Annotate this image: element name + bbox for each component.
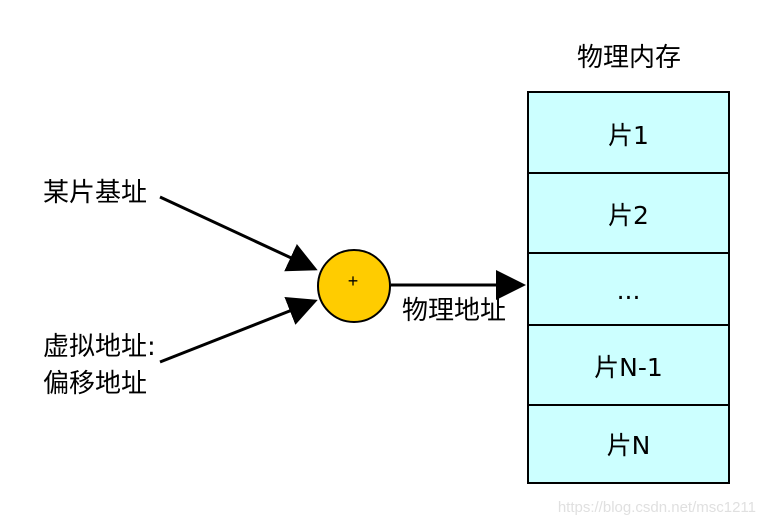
offset-arrow [159, 296, 318, 364]
physical-memory-block: 片1 片2 ... 片N-1 片N [527, 91, 730, 484]
segment-n-minus-1: 片N-1 [594, 353, 663, 382]
adder-circle [317, 249, 391, 323]
segment-divider [529, 252, 728, 254]
segment-divider [529, 404, 728, 406]
segment-1: 片1 [608, 120, 649, 150]
physical-address-label: 物理地址 [402, 296, 507, 326]
segment-n: 片N [606, 431, 651, 460]
memory-title: 物理内存 [577, 43, 682, 73]
segment-base-label: 某片基址 [43, 178, 148, 208]
offset-address-label: 偏移地址 [43, 369, 148, 399]
segment-divider [529, 324, 728, 326]
segment-2: 片2 [608, 201, 649, 230]
segment-base-arrow [159, 195, 318, 272]
adder-symbol: + [347, 271, 359, 291]
segment-ellipsis: ... [616, 275, 641, 305]
segment-divider [529, 172, 728, 174]
watermark-text: https://blog.csdn.net/msc1211 [557, 499, 756, 516]
virtual-address-label: 虚拟地址: [43, 332, 156, 362]
